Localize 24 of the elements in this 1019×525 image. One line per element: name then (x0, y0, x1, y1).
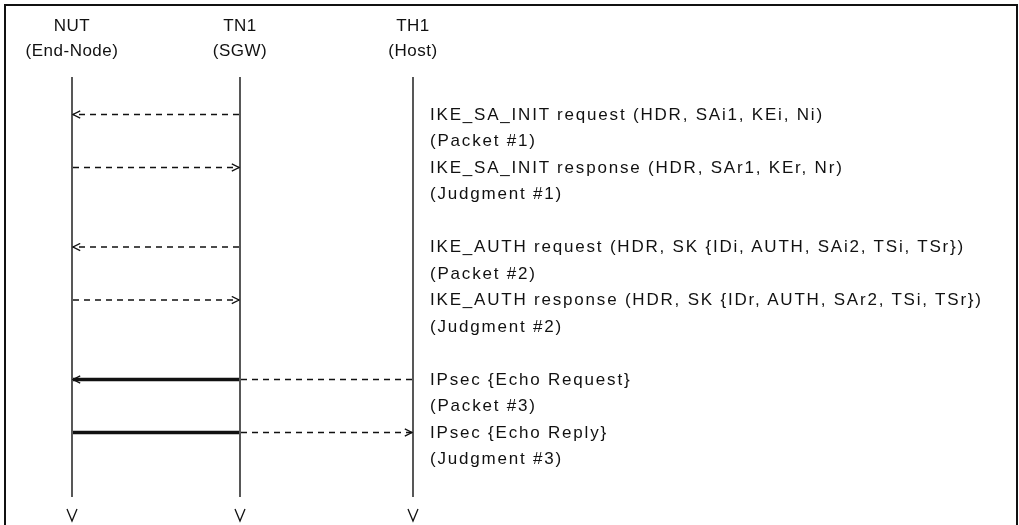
message-text: (Judgment #3) (430, 448, 563, 470)
message-text: (Judgment #2) (430, 315, 563, 338)
entity-name: NUT (53, 15, 91, 37)
message-text: IPsec {Echo Request} (430, 368, 632, 391)
entity-role: (SGW) (212, 40, 268, 62)
message-text: (Packet #1) (430, 130, 537, 152)
message-text: (Judgment #1) (430, 183, 563, 205)
arrow (72, 375, 239, 384)
message-text: (Packet #3) (430, 395, 537, 417)
message-text: IKE_AUTH request (HDR, SK {IDi, AUTH, SAi2, TSi, TSr}) (430, 236, 965, 258)
arrow (72, 295, 240, 305)
arrow (72, 163, 240, 172)
message-text: IPsec {Echo Reply} (430, 421, 608, 444)
arrow (72, 110, 240, 119)
entity-role: (Host) (388, 40, 438, 62)
entity-role: (End-Node) (25, 40, 119, 62)
entity-name: TN1 (223, 15, 257, 37)
entity-name: TH1 (396, 15, 430, 37)
arrow (240, 428, 413, 437)
message-text: (Packet #2) (430, 262, 537, 285)
message-text: IKE_SA_INIT response (HDR, SAr1, KEr, Nr) (430, 156, 844, 179)
arrow (72, 242, 240, 252)
message-text: IKE_SA_INIT request (HDR, SAi1, KEi, Ni) (430, 103, 824, 126)
message-text: IKE_AUTH response (HDR, SK {IDr, AUTH, SAr2, TSi, TSr}) (430, 289, 983, 311)
